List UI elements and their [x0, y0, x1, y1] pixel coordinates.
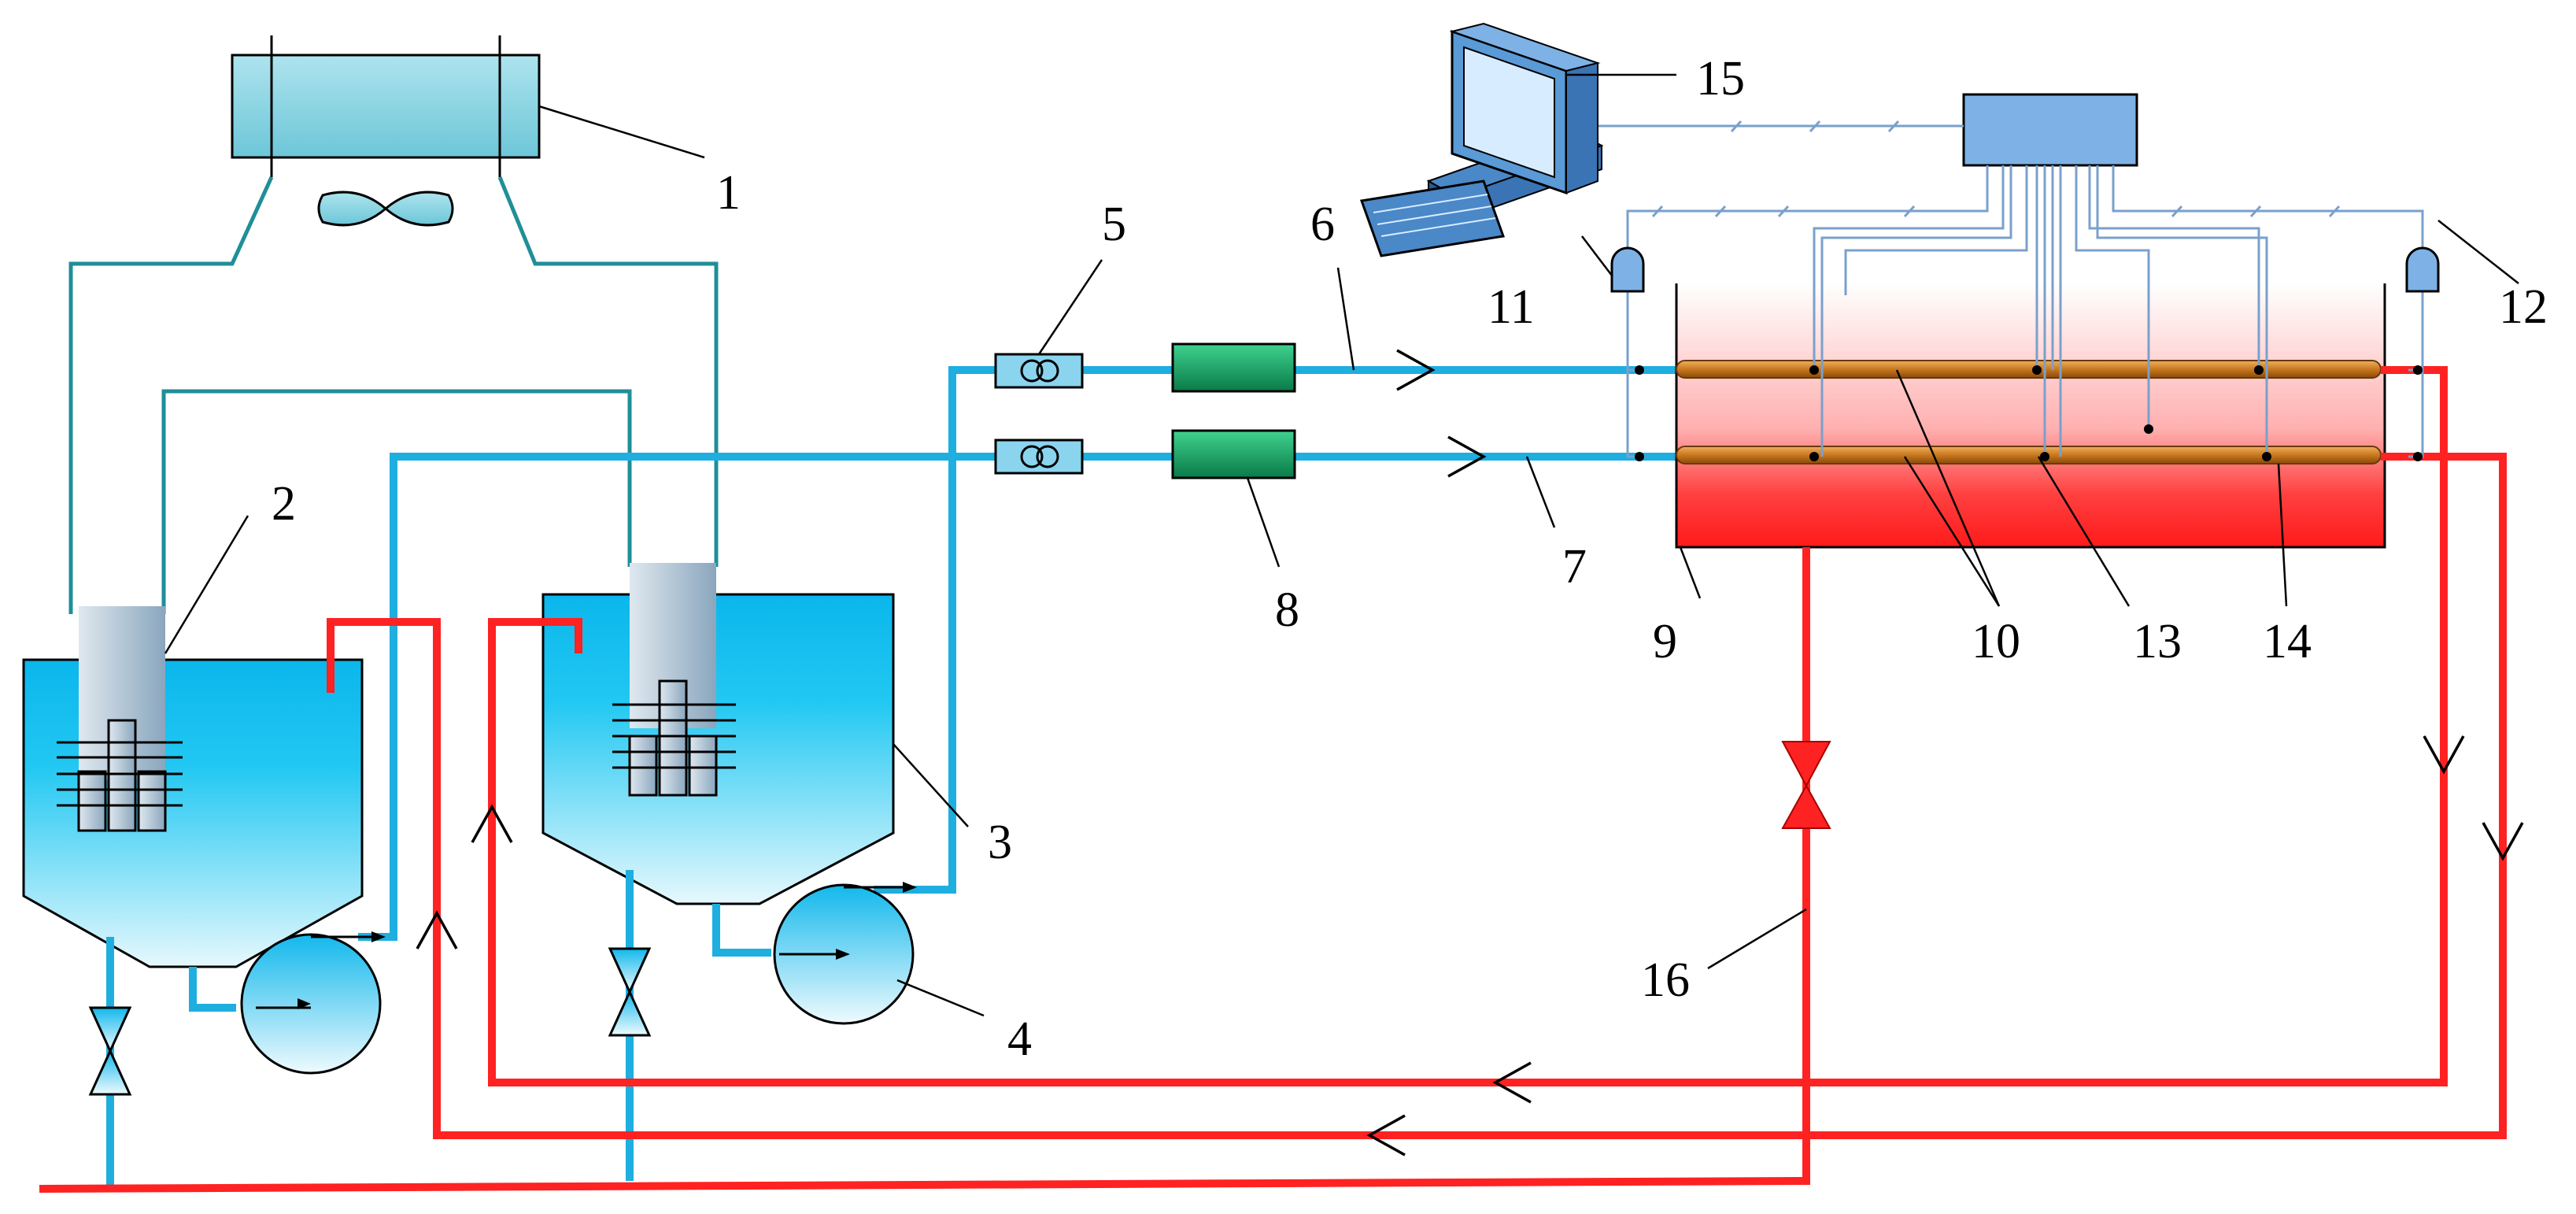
- arrow-up-2: [416, 910, 458, 949]
- label-7: 7: [1562, 540, 1587, 594]
- arrow-down-2: [2482, 822, 2524, 861]
- label-6: 6: [1310, 198, 1335, 251]
- valve-left: [88, 1006, 132, 1096]
- computer-icon: [1359, 22, 1604, 257]
- arrow-up-1: [471, 804, 513, 843]
- pressure-sensor-left: [1610, 246, 1645, 293]
- label-15: 15: [1696, 52, 1745, 105]
- thermocouple-points: [1635, 365, 2423, 461]
- label-14: 14: [2263, 615, 2312, 668]
- pump-right: [773, 882, 917, 1025]
- pump-left: [240, 931, 386, 1075]
- data-acquisition-unit: [1962, 93, 2138, 167]
- label-5: 5: [1102, 198, 1126, 251]
- arrow-right-top: [1396, 349, 1436, 391]
- label-2: 2: [272, 477, 296, 531]
- arrow-down-1: [2423, 735, 2465, 775]
- label-10: 10: [1972, 615, 2020, 668]
- label-4: 4: [1007, 1012, 1032, 1066]
- label-11: 11: [1488, 280, 1535, 334]
- tube-top: [1676, 360, 2382, 379]
- water-tank-left: [22, 606, 364, 968]
- label-9: 9: [1653, 615, 1677, 668]
- filter-top: [1171, 342, 1296, 393]
- label-1: 1: [716, 166, 741, 220]
- tube-bottom: [1676, 446, 2382, 465]
- valve-right: [608, 947, 652, 1037]
- flow-meter-bottom: [994, 439, 1084, 475]
- arrow-left-1: [1492, 1061, 1532, 1104]
- valve-16: [1781, 741, 1831, 829]
- arrow-left-2: [1366, 1114, 1406, 1157]
- labels: 1 2 3 4 5 6 7 8 9 10 11 12 13 14 15 16: [272, 52, 2548, 1066]
- water-tank-right: [541, 563, 895, 905]
- label-13: 13: [2133, 615, 2182, 668]
- teal-loop: [161, 389, 632, 614]
- label-12: 12: [2499, 280, 2548, 334]
- arrow-right-bottom: [1447, 435, 1487, 478]
- label-8: 8: [1275, 583, 1299, 637]
- leader-lines: [164, 73, 2519, 1017]
- label-16: 16: [1641, 953, 1690, 1007]
- heating-bath: [1675, 283, 2386, 549]
- fan-icon: [317, 191, 454, 227]
- label-3: 3: [988, 816, 1012, 869]
- pressure-sensor-right: [2405, 246, 2440, 293]
- filter-bottom: [1171, 429, 1296, 479]
- flow-meter-top: [994, 353, 1084, 389]
- cooling-tower: [68, 35, 719, 614]
